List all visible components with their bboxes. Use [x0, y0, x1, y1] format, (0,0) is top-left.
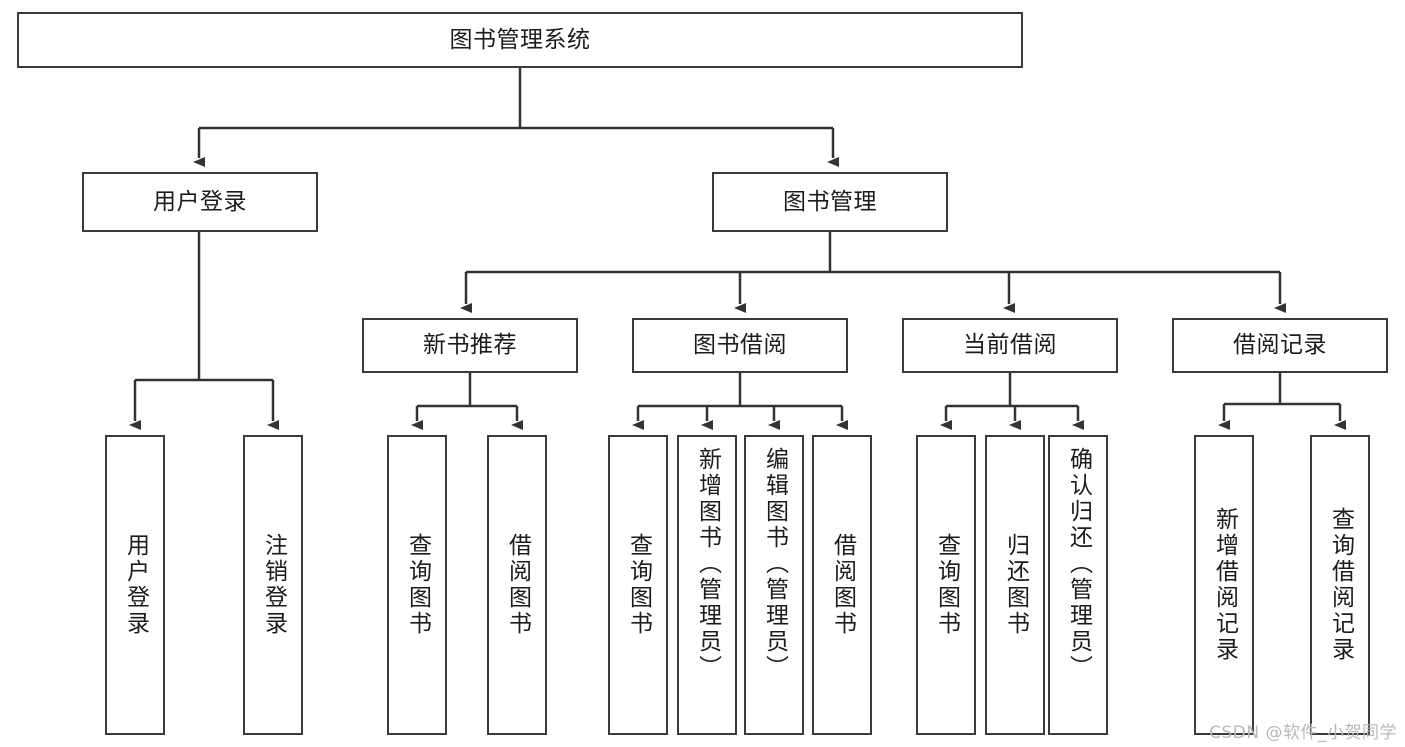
node-book-management-label: 图书管理 [783, 188, 877, 215]
node-leaf-borrow-book-label: 借阅图书 [829, 533, 856, 637]
node-leaf-edit-book-admin[interactable]: 编辑图书（管理员） [744, 435, 804, 735]
node-leaf-query-book-borrow[interactable]: 查询图书 [608, 435, 668, 735]
node-leaf-query-book-borrow-label: 查询图书 [625, 533, 652, 637]
node-leaf-add-borrow-record-label: 新增借阅记录 [1211, 507, 1238, 663]
node-leaf-query-book-current-label: 查询图书 [933, 533, 960, 637]
node-current-borrow[interactable]: 当前借阅 [902, 318, 1118, 373]
node-leaf-query-book-recommend-label: 查询图书 [404, 533, 431, 637]
node-leaf-return-book[interactable]: 归还图书 [985, 435, 1045, 735]
node-leaf-user-login-label: 用户登录 [122, 533, 149, 637]
node-leaf-borrow-book-recommend[interactable]: 借阅图书 [487, 435, 547, 735]
watermark: CSDN @软件_小贺同学 [1209, 723, 1397, 743]
node-leaf-confirm-return-admin[interactable]: 确认归还（管理员） [1048, 435, 1108, 735]
node-root[interactable]: 图书管理系统 [17, 12, 1023, 68]
node-leaf-add-borrow-record[interactable]: 新增借阅记录 [1194, 435, 1254, 735]
node-user-login-label: 用户登录 [153, 188, 247, 215]
node-leaf-add-book-admin-label: 新增图书（管理员） [694, 447, 721, 681]
node-user-login[interactable]: 用户登录 [82, 172, 318, 232]
node-leaf-confirm-return-admin-label: 确认归还（管理员） [1065, 447, 1092, 681]
node-new-book-recommend-label: 新书推荐 [423, 332, 517, 359]
node-leaf-return-book-label: 归还图书 [1002, 533, 1029, 637]
node-leaf-user-login[interactable]: 用户登录 [105, 435, 165, 735]
node-borrow-record-label: 借阅记录 [1233, 332, 1327, 359]
node-leaf-borrow-book[interactable]: 借阅图书 [812, 435, 872, 735]
node-leaf-query-borrow-record[interactable]: 查询借阅记录 [1310, 435, 1370, 735]
node-book-borrow[interactable]: 图书借阅 [632, 318, 848, 373]
node-leaf-borrow-book-recommend-label: 借阅图书 [504, 533, 531, 637]
node-book-borrow-label: 图书借阅 [693, 332, 787, 359]
node-leaf-add-book-admin[interactable]: 新增图书（管理员） [677, 435, 737, 735]
node-leaf-query-book-current[interactable]: 查询图书 [916, 435, 976, 735]
node-leaf-query-borrow-record-label: 查询借阅记录 [1327, 507, 1354, 663]
node-leaf-logout-label: 注销登录 [260, 533, 287, 637]
node-current-borrow-label: 当前借阅 [963, 332, 1057, 359]
node-leaf-query-book-recommend[interactable]: 查询图书 [387, 435, 447, 735]
node-leaf-edit-book-admin-label: 编辑图书（管理员） [761, 447, 788, 681]
node-book-management[interactable]: 图书管理 [712, 172, 948, 232]
node-root-label: 图书管理系统 [449, 26, 591, 53]
node-leaf-logout[interactable]: 注销登录 [243, 435, 303, 735]
node-borrow-record[interactable]: 借阅记录 [1172, 318, 1388, 373]
node-new-book-recommend[interactable]: 新书推荐 [362, 318, 578, 373]
